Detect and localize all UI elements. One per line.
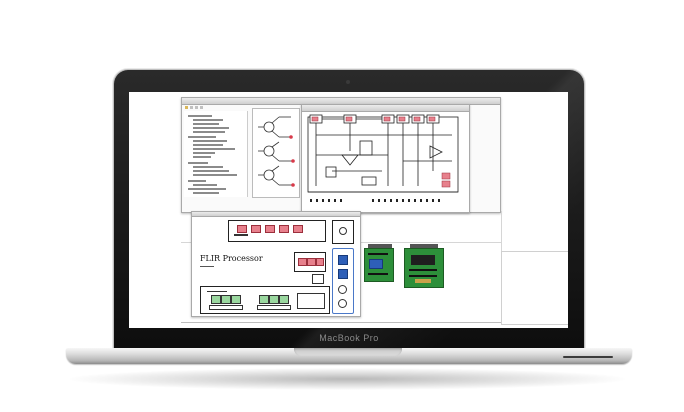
side-control-top[interactable]	[332, 220, 354, 244]
toolbar-icon-4[interactable]	[200, 106, 203, 109]
laptop-screen: FLIR Processor	[129, 92, 568, 328]
connector-pink[interactable]	[251, 225, 261, 233]
pcb-body	[404, 248, 444, 288]
terminal-block[interactable]	[279, 295, 289, 304]
dial-icon[interactable]	[338, 285, 347, 294]
pcb-header	[368, 244, 392, 248]
knob-icon[interactable]	[339, 227, 347, 235]
desktop-bottom-line	[181, 322, 502, 323]
pcb-pins	[409, 269, 437, 271]
right-panel	[501, 251, 568, 325]
schematic-title-bar[interactable]	[302, 105, 469, 112]
connector-pink[interactable]	[293, 225, 303, 233]
tree-item[interactable]	[188, 136, 216, 138]
pcb-pins	[409, 275, 437, 277]
tree-item[interactable]	[193, 131, 225, 133]
toolbar-icon-1[interactable]	[185, 106, 188, 109]
side-control-group	[332, 248, 354, 314]
pcb-pins	[368, 273, 388, 275]
pcb-body	[364, 248, 394, 282]
tree-item[interactable]	[193, 148, 235, 150]
blue-connector[interactable]	[338, 255, 348, 265]
tree-item[interactable]	[188, 162, 208, 164]
pcb-component	[415, 279, 431, 283]
tree-item[interactable]	[188, 188, 226, 190]
connector-pink[interactable]	[279, 225, 289, 233]
connector-pink[interactable]	[237, 225, 247, 233]
small-module[interactable]	[312, 274, 324, 284]
connector-pink[interactable]	[307, 258, 316, 266]
dial-icon[interactable]	[338, 299, 347, 308]
connector-pink[interactable]	[298, 258, 307, 266]
terminal-block[interactable]	[259, 295, 269, 304]
tree-item[interactable]	[188, 180, 206, 182]
processor-panel-window[interactable]: FLIR Processor	[191, 211, 361, 317]
blue-connector[interactable]	[338, 269, 348, 279]
label-text-bar	[234, 234, 248, 236]
pcb-board-left[interactable]	[364, 244, 394, 284]
floor-shadow	[70, 368, 625, 390]
base-slot	[563, 356, 613, 358]
tree-item[interactable]	[193, 156, 211, 158]
terminal-block[interactable]	[211, 295, 221, 304]
connector-block-bottom	[200, 286, 330, 314]
pcb-chip	[411, 255, 435, 265]
toolbar-icon-2[interactable]	[190, 106, 193, 109]
camera-icon	[346, 80, 350, 84]
processor-title-bar[interactable]	[192, 212, 360, 217]
bar-slot[interactable]	[257, 305, 291, 310]
panel-title: FLIR Processor	[200, 254, 263, 263]
schematic-window[interactable]	[301, 104, 470, 213]
pcb-header	[410, 244, 438, 248]
tree-item[interactable]	[193, 119, 223, 121]
tree-item[interactable]	[193, 170, 229, 172]
tree-item[interactable]	[193, 140, 227, 142]
connector-pink[interactable]	[265, 225, 275, 233]
tree-item[interactable]	[193, 184, 217, 186]
symbol-panel	[252, 108, 300, 198]
tree-item[interactable]	[193, 144, 223, 146]
connector-block-middle	[294, 252, 326, 272]
tree-item[interactable]	[193, 127, 229, 129]
circuit-schematic[interactable]	[302, 111, 469, 212]
component-tree	[184, 111, 248, 197]
tree-item[interactable]	[193, 192, 219, 194]
pcb-board-right[interactable]	[404, 244, 444, 290]
pcb-chip	[369, 259, 383, 269]
toolbar-icon-3[interactable]	[195, 106, 198, 109]
terminal-block[interactable]	[221, 295, 231, 304]
laptop-base	[66, 348, 632, 364]
output-box[interactable]	[297, 293, 325, 309]
brand-label: MacBook Pro	[319, 333, 379, 343]
tree-item[interactable]	[188, 115, 212, 117]
terminal-block[interactable]	[231, 295, 241, 304]
connector-pink[interactable]	[316, 258, 324, 266]
tree-item[interactable]	[193, 152, 215, 154]
label-text-bar	[207, 291, 227, 292]
tree-item[interactable]	[193, 123, 219, 125]
editor-window[interactable]	[181, 97, 501, 213]
tree-item[interactable]	[193, 174, 237, 176]
terminal-block[interactable]	[269, 295, 279, 304]
connector-block-top	[228, 220, 326, 242]
tree-item[interactable]	[193, 166, 223, 168]
subtitle-line	[200, 266, 214, 267]
transistor-symbols[interactable]	[253, 109, 299, 197]
lid-opening-notch	[294, 348, 402, 356]
pcb-pins	[368, 253, 388, 255]
bar-slot[interactable]	[209, 305, 243, 310]
